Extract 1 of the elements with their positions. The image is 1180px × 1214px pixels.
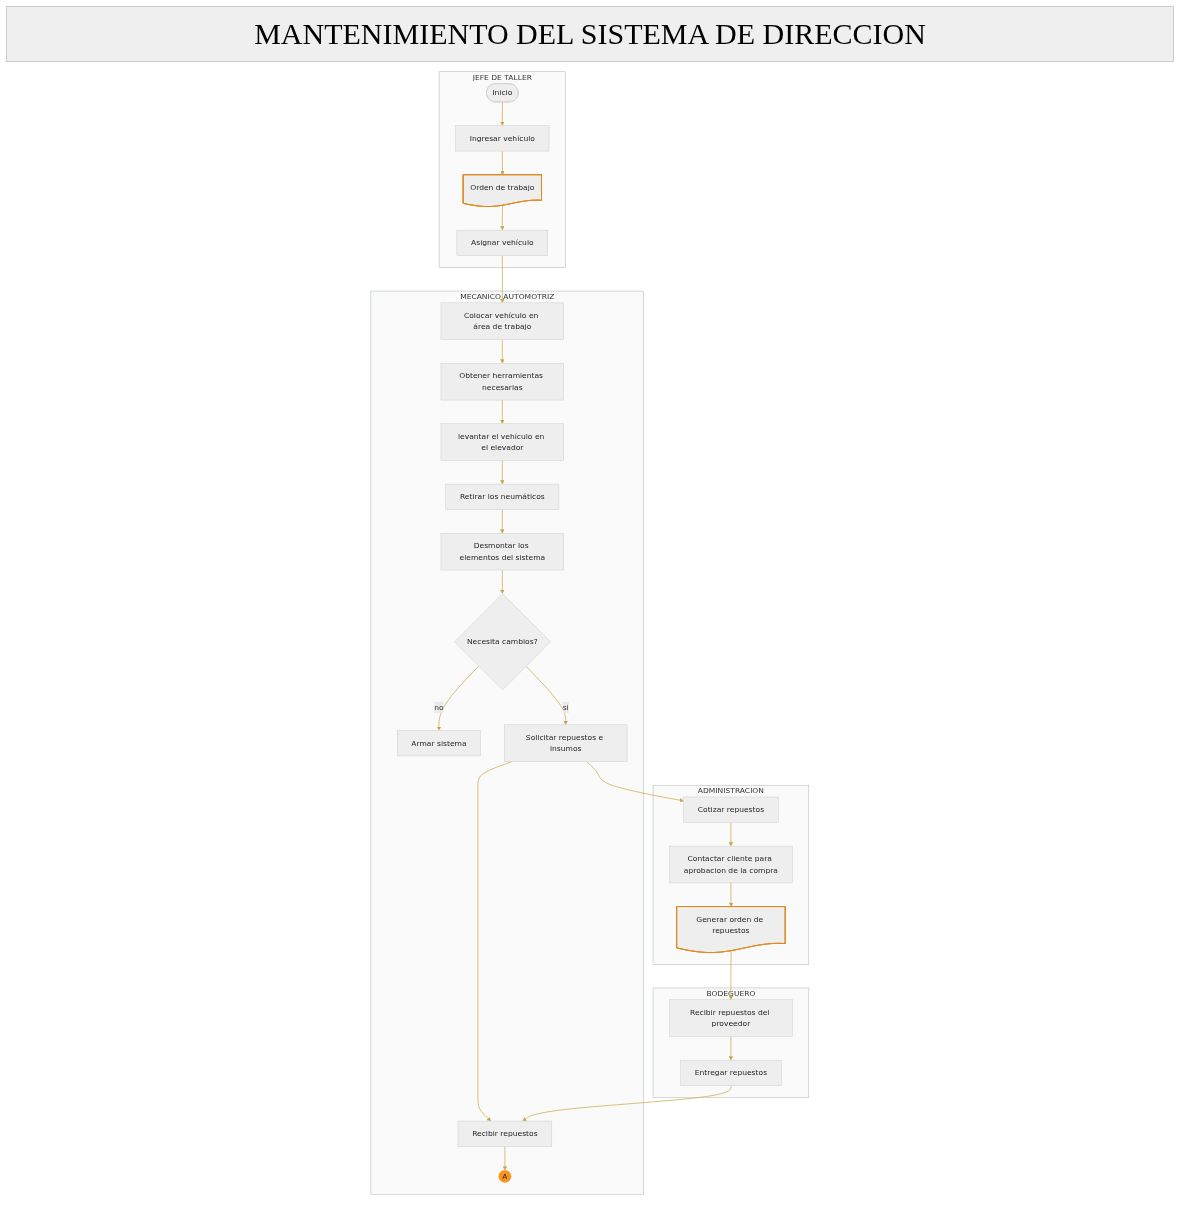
diagram-title: MANTENIMIENTO DEL SISTEMA DE DIRECCION [6,6,1174,62]
